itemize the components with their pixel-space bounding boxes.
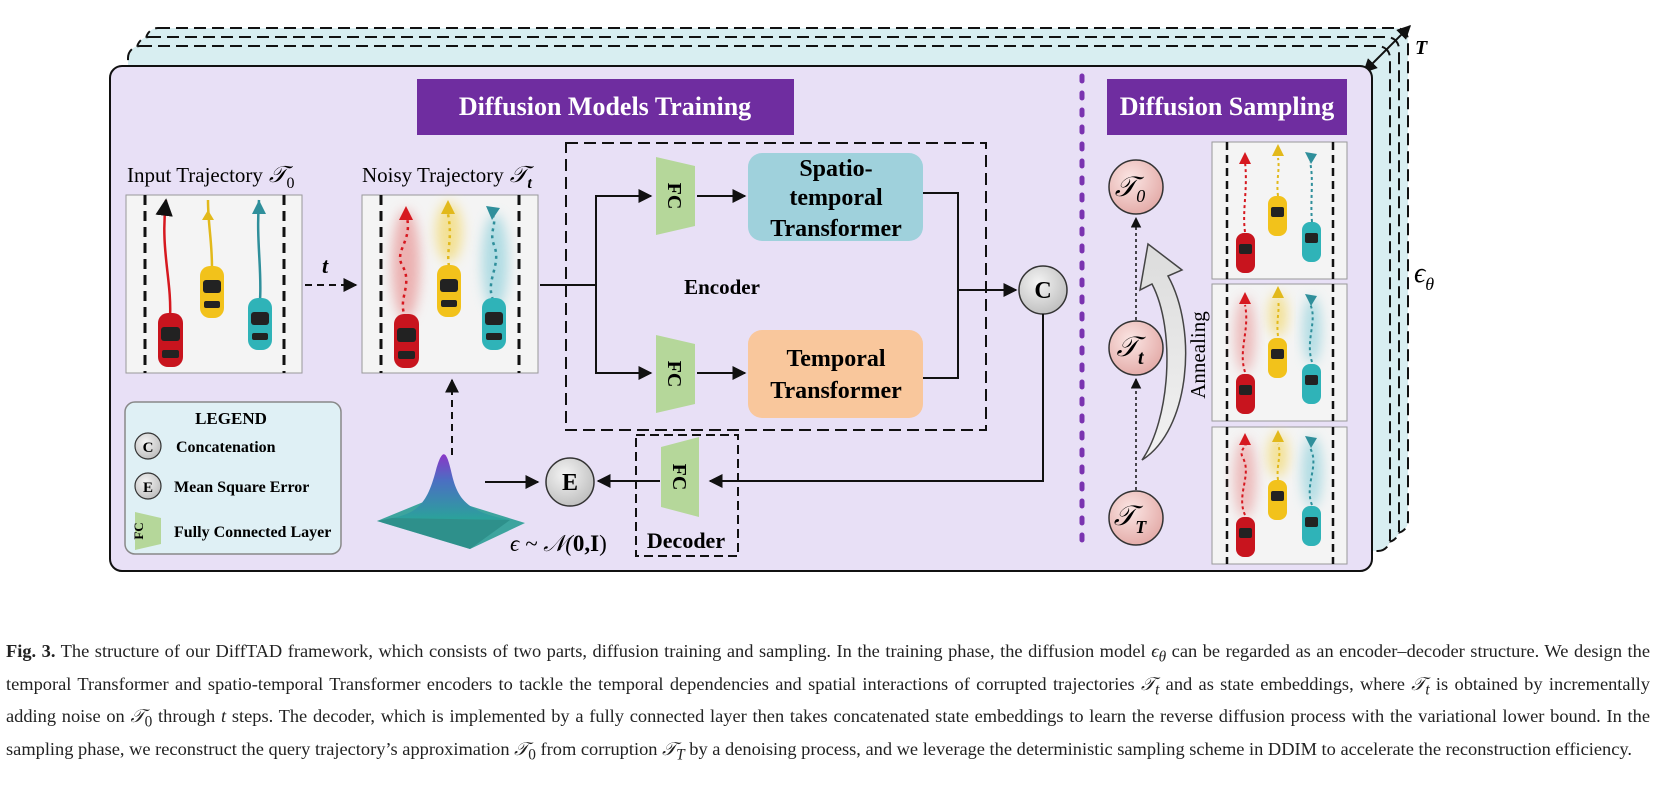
- caption-sub-3: t: [1425, 681, 1430, 699]
- branch-upper-arrow: [595, 189, 653, 285]
- caption-sub-4: 0: [144, 714, 153, 732]
- training-title: Diffusion Models Training: [459, 92, 751, 121]
- concat-symbol: C: [1034, 278, 1051, 304]
- sampling-title-bar: [1107, 79, 1347, 135]
- caption-text-7: from corruption: [535, 739, 663, 760]
- caption-sym-4: 𝒯: [130, 706, 145, 727]
- caption-t: t: [220, 706, 227, 727]
- caption-text-3: and as state embeddings, where: [1159, 673, 1412, 694]
- teal-car: [248, 298, 272, 350]
- decoder-box: [635, 434, 739, 557]
- noise-equation: ϵ ~ 𝒩(0,I): [510, 531, 607, 556]
- temporal-transformer: [748, 330, 923, 418]
- red-car: [158, 313, 183, 367]
- legend-symbol-c: C: [143, 440, 154, 456]
- legend-label-mse: Mean Square Error: [174, 479, 309, 496]
- tt-line2: Transformer: [770, 378, 902, 404]
- encoder-box: [565, 142, 987, 431]
- caption-epsilon: ϵ: [1151, 641, 1159, 661]
- caption-sym-7: 𝒯: [662, 739, 677, 760]
- caption-text-6: steps. The decoder, which is implemented…: [6, 706, 1651, 760]
- fc-lower: [656, 335, 695, 413]
- encoder-label: Encoder: [684, 275, 760, 299]
- caption-sym-3: 𝒯: [1411, 673, 1426, 694]
- gaussian-noise-plot: [377, 454, 525, 549]
- st-line2: temporal: [789, 185, 883, 211]
- spatio-temporal-transformer: [748, 153, 923, 241]
- caption-text-8: by a denoising process, and we leverage …: [684, 739, 1632, 760]
- mse-symbol: E: [562, 470, 578, 496]
- caption-epsilon-sub: θ: [1158, 648, 1167, 666]
- fc-decoder: [661, 437, 699, 517]
- fc-decoder-label: FC: [668, 464, 690, 491]
- caption-text-1: The structure of our DiffTAD framework, …: [55, 641, 1152, 661]
- training-title-bar: [417, 79, 794, 135]
- tt-line1: Temporal: [786, 346, 885, 372]
- mse-node: [545, 457, 595, 507]
- sample-panel-bottom: [1211, 426, 1348, 565]
- legend-symbol-e: E: [143, 480, 153, 496]
- fc-upper: [656, 157, 695, 235]
- legend-symbol-fc: FC: [131, 522, 146, 539]
- decoder-label: Decoder: [647, 528, 725, 553]
- st-line3: Transformer: [770, 216, 902, 242]
- legend-title: LEGEND: [195, 409, 267, 428]
- epsilon-label: ϵθ: [1414, 258, 1434, 294]
- main-panel: [109, 65, 1373, 572]
- caption-sym-6: 𝒯: [514, 739, 529, 760]
- stack-label: T: [1415, 37, 1428, 59]
- t-label: t: [322, 253, 329, 278]
- sample-panel-top: [1211, 141, 1348, 280]
- input-trajectory-panel: [125, 194, 303, 374]
- figure-label: Fig. 3.: [6, 641, 56, 661]
- legend-label-concatenation: Concatenation: [176, 439, 276, 456]
- sample-panel-middle: [1211, 283, 1348, 422]
- caption-text-5: through: [152, 706, 221, 727]
- fc-lower-label: FC: [663, 361, 685, 388]
- caption-sub-6: 0: [528, 746, 536, 764]
- concat-to-decoder-arrow: [708, 314, 1044, 488]
- caption-sub-7: T: [676, 746, 685, 764]
- caption-sym-2: 𝒯: [1140, 673, 1156, 694]
- annealing-label: Annealing: [1186, 311, 1210, 399]
- st-line1: Spatio-: [799, 156, 872, 182]
- stack-depth-arrow: [1363, 25, 1411, 73]
- branch-lower-arrow: [595, 285, 653, 380]
- caption-text-4: is obtained by incrementally adding nois…: [6, 673, 1650, 727]
- node-t0: 𝒯0: [1115, 172, 1145, 206]
- fc-upper-label: FC: [663, 183, 685, 210]
- diagram-canvas: T ϵθ Diffusion Models Training Diffusion…: [109, 25, 1434, 572]
- figure-caption: Fig. 3. The structure of our DiffTAD fra…: [6, 638, 1650, 769]
- framework-diagram: T ϵθ Diffusion Models Training Diffusion…: [109, 25, 1434, 572]
- temporal-out-line: [923, 290, 959, 379]
- caption-sub-2: t: [1155, 681, 1160, 699]
- sampling-chain: 𝒯0 𝒯t 𝒯T: [1108, 159, 1164, 546]
- caption-text-2: can be regarded as an encoder–decoder st…: [6, 641, 1651, 694]
- spatio-out-line: [923, 192, 959, 290]
- sampling-title: Diffusion Sampling: [1120, 92, 1335, 121]
- noisy-trajectory-panel: [361, 194, 539, 374]
- legend-label-fc: Fully Connected Layer: [174, 524, 331, 541]
- annealing-arrow: [1139, 242, 1187, 461]
- yellow-car: [200, 266, 224, 318]
- legend: LEGEND C Concatenation E Mean Square Err…: [124, 401, 342, 555]
